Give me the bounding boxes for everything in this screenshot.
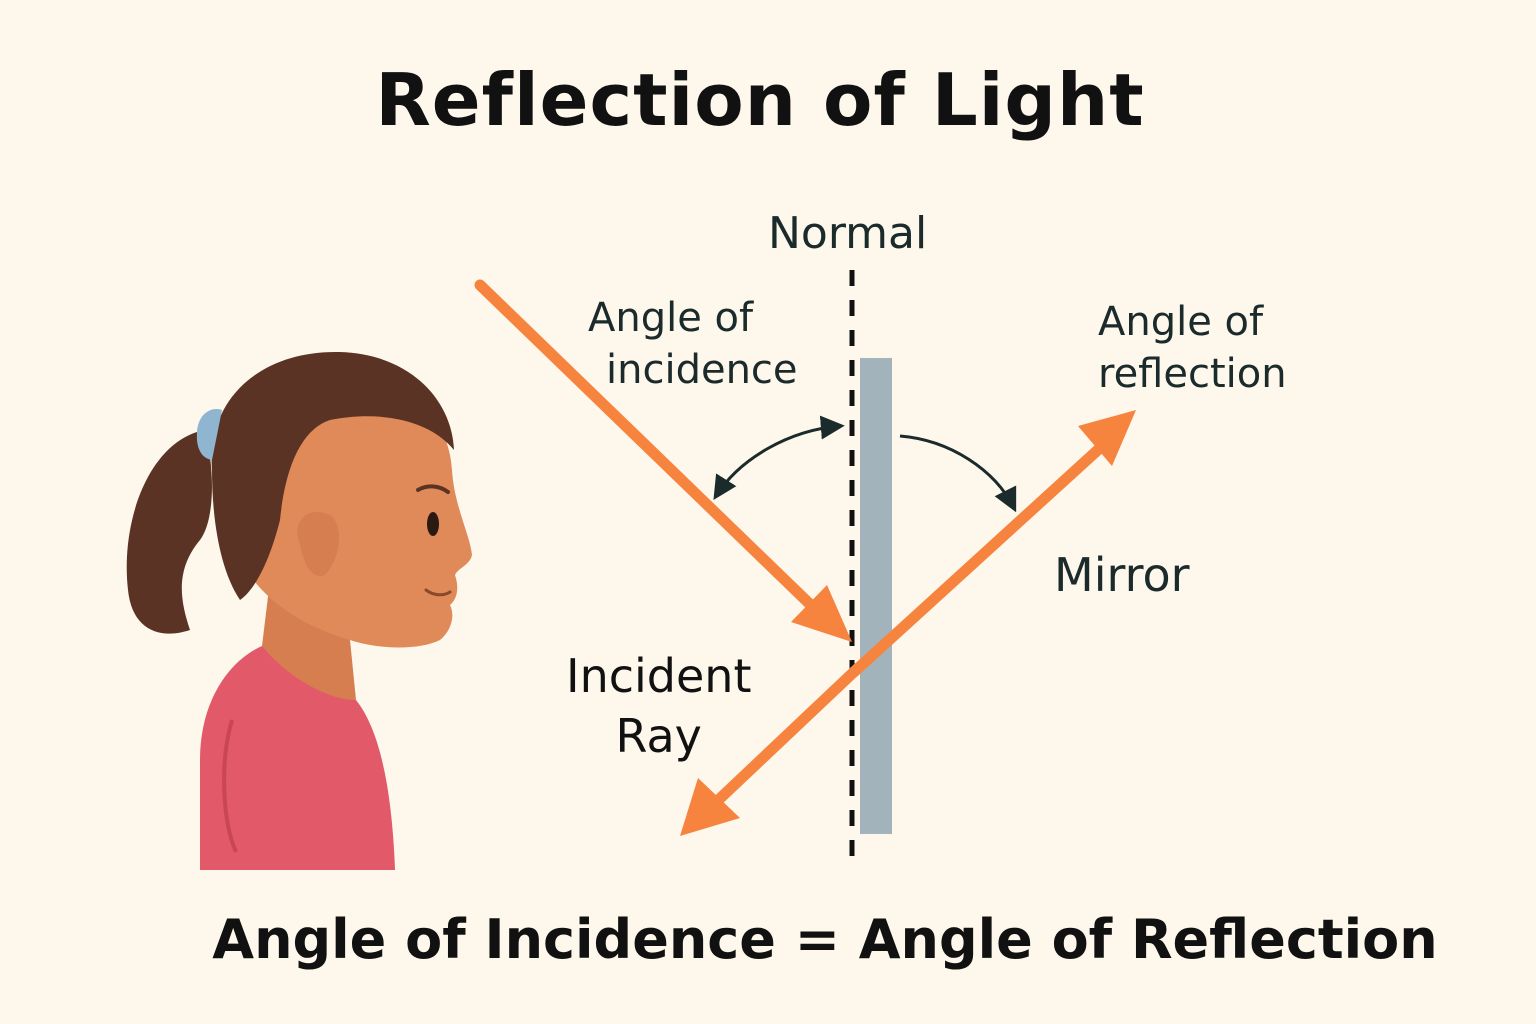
incident-ray-arrow xyxy=(474,279,852,642)
incident-ray-line2: Ray xyxy=(615,709,702,763)
angle-arc-incidence xyxy=(713,415,845,501)
mouth xyxy=(424,588,452,597)
angle-of-incidence-line1: Angle of xyxy=(588,295,754,341)
incident-ray-line1: Incident xyxy=(566,649,752,703)
page-title: Reflection of Light xyxy=(375,58,1145,142)
eyebrow xyxy=(416,484,450,494)
shirt-sleeve-line xyxy=(222,719,238,853)
mirror xyxy=(860,358,892,834)
eye xyxy=(427,512,439,536)
angle-of-reflection-line1: Angle of xyxy=(1098,299,1264,345)
ear xyxy=(297,511,340,576)
lower-ray-arrow xyxy=(680,662,864,836)
angle-arc-reflection xyxy=(899,434,1017,513)
angle-of-incidence-label: Angle of incidence xyxy=(588,292,798,396)
girl-figure xyxy=(126,351,472,870)
normal-label: Normal xyxy=(768,208,928,259)
angle-of-reflection-label: Angle of reflection xyxy=(1098,296,1287,400)
angle-of-incidence-line2: incidence xyxy=(606,347,798,393)
formula-caption: Angle of Incidence = Angle of Reflection xyxy=(212,908,1438,971)
hair-tie xyxy=(196,409,222,460)
incident-ray-label: Incident Ray xyxy=(566,646,751,766)
hair xyxy=(211,351,454,600)
mirror-label: Mirror xyxy=(1054,548,1190,602)
ponytail xyxy=(126,430,212,634)
reflected-ray-arrow xyxy=(848,410,1136,678)
shirt xyxy=(200,646,395,870)
angle-of-reflection-line2: reflection xyxy=(1098,351,1287,397)
